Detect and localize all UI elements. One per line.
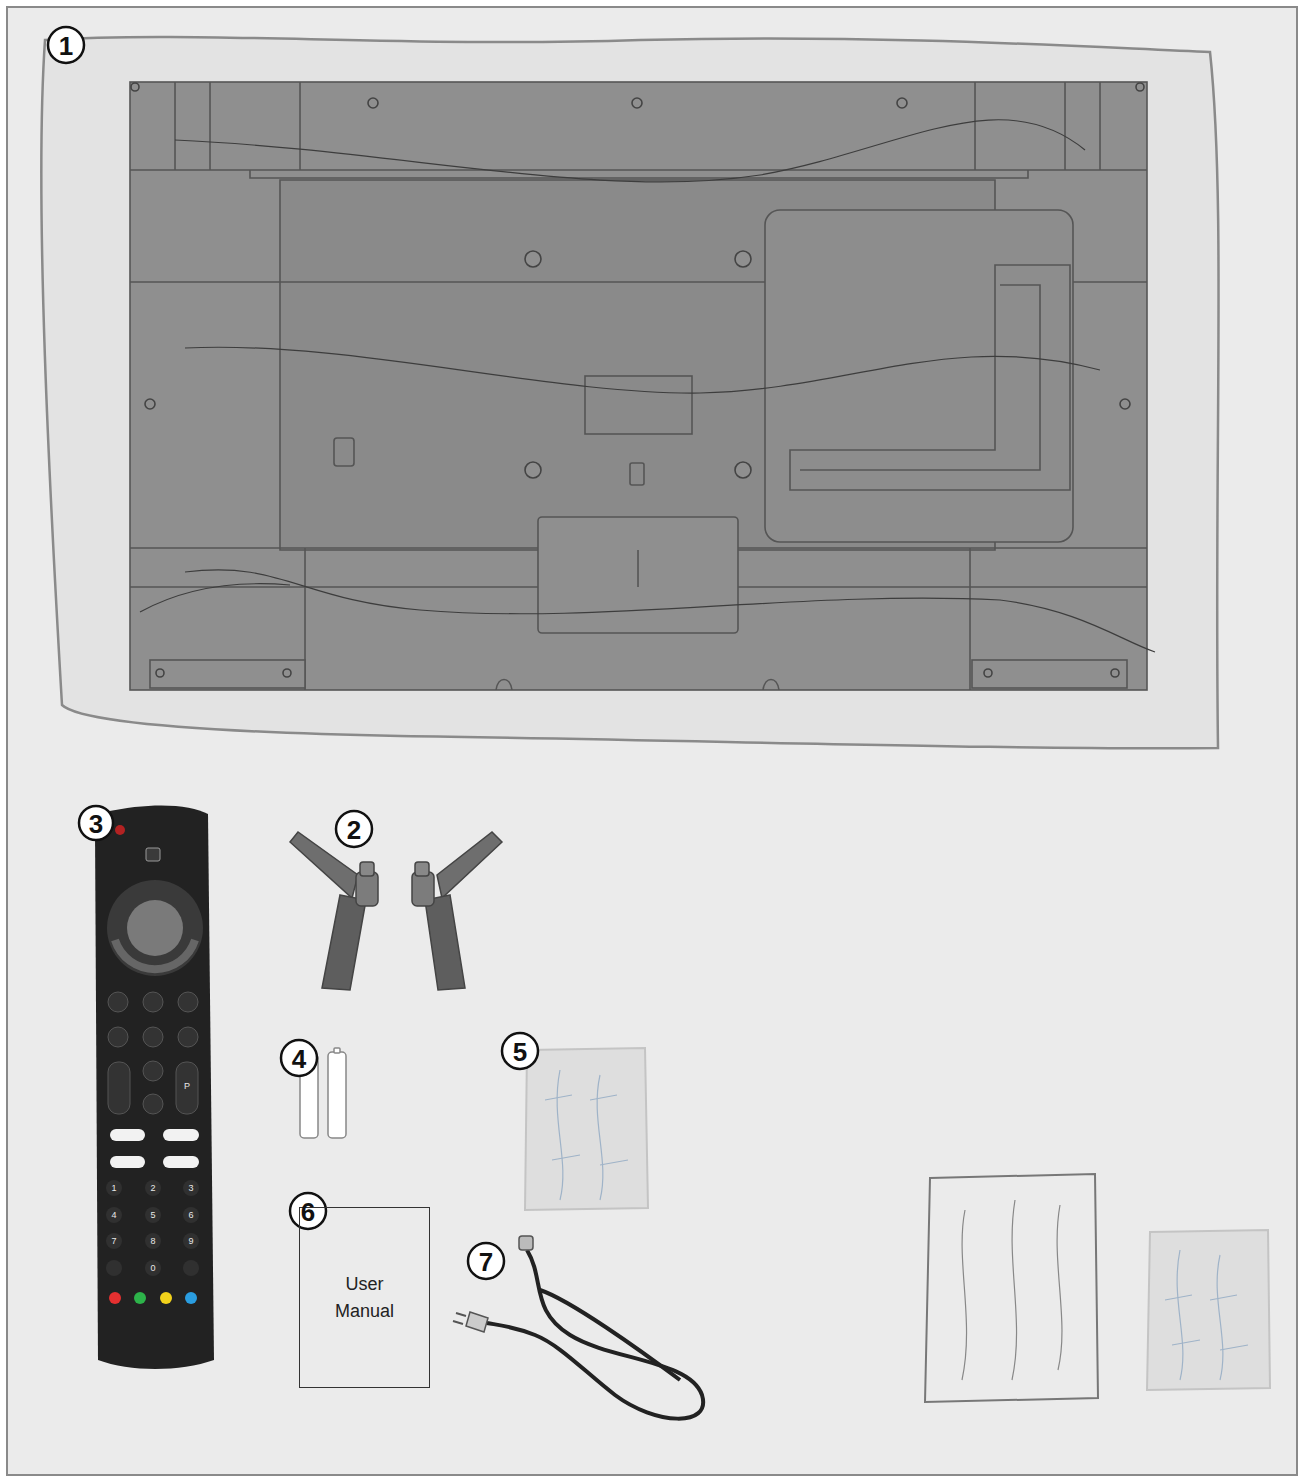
remote-control <box>95 805 214 1369</box>
screw-holes <box>131 83 1144 677</box>
power-cable <box>453 1236 703 1419</box>
tv-back <box>130 82 1147 690</box>
screw-bag <box>525 1048 648 1210</box>
keypad-digit: 0 <box>150 1264 155 1273</box>
callout-number: 5 <box>513 1039 527 1065</box>
plastic-bag <box>41 37 1218 748</box>
manual-box: User Manual <box>299 1207 430 1388</box>
callout-number: 4 <box>292 1046 306 1072</box>
keypad-digit: 9 <box>188 1237 193 1246</box>
keypad-digit: 4 <box>111 1211 116 1220</box>
keypad-digit: 8 <box>150 1237 155 1246</box>
screw-bag <box>1147 1230 1270 1390</box>
key-label: P <box>184 1082 190 1091</box>
keypad-digit: 1 <box>111 1184 116 1193</box>
keypad-digit: 2 <box>150 1184 155 1193</box>
background <box>7 7 1297 1475</box>
keypad-digit: 7 <box>111 1237 116 1246</box>
keypad-digit: 6 <box>188 1211 193 1220</box>
bag-creases <box>140 120 1155 652</box>
keypad-digit: 5 <box>150 1211 155 1220</box>
keypad-digit: 3 <box>188 1184 193 1193</box>
callout-circles <box>48 27 538 1279</box>
cleaning-cloth <box>925 1174 1098 1402</box>
callout-number: 2 <box>347 817 361 843</box>
stand-feet <box>290 832 502 990</box>
callout-number: 3 <box>89 811 103 837</box>
callout-number: 7 <box>479 1249 493 1275</box>
manual-title: User Manual <box>325 1271 405 1323</box>
callout-number: 1 <box>59 33 73 59</box>
callout-number: 6 <box>301 1199 315 1225</box>
